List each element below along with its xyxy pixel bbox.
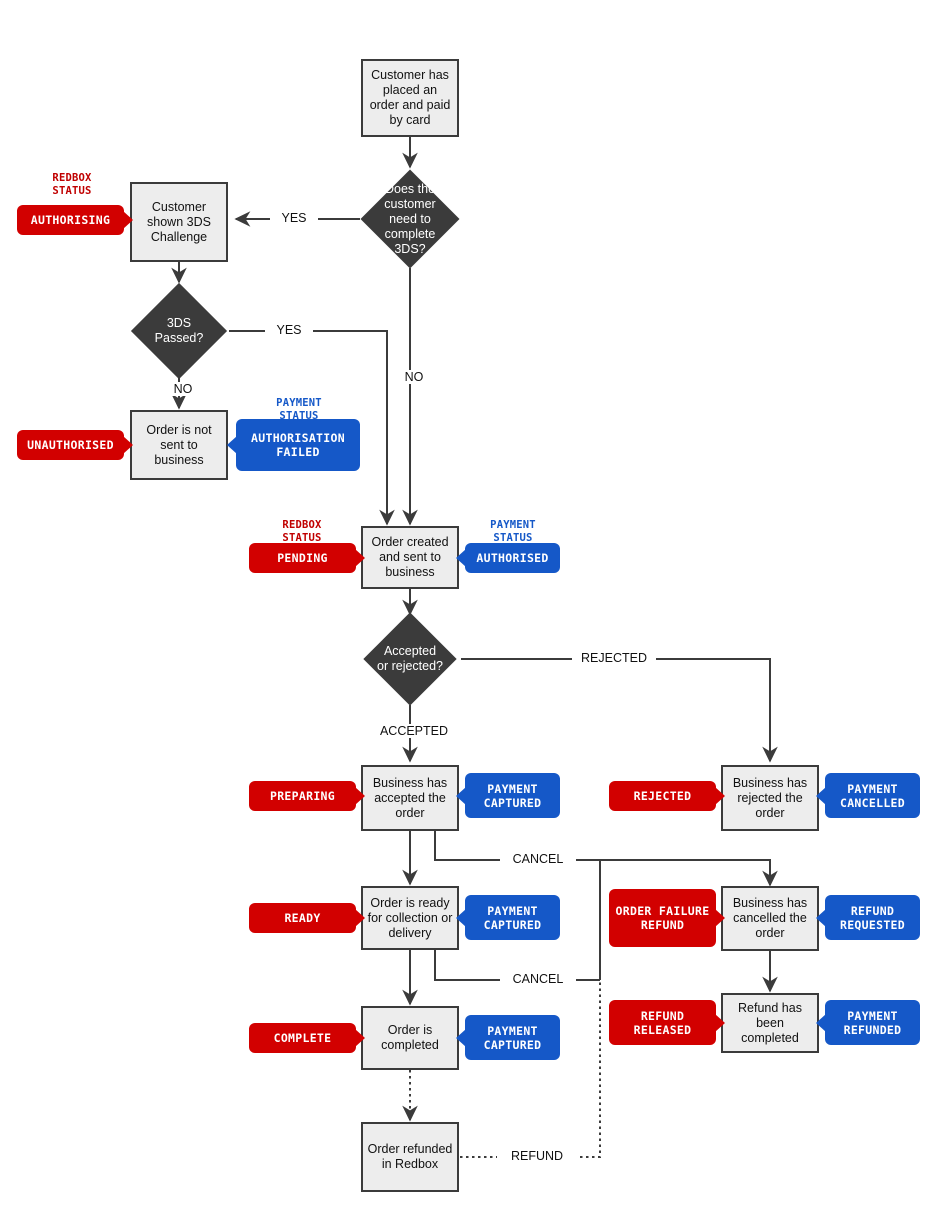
caption-line-1: PAYMENT: [490, 519, 536, 531]
node-business-rejected[interactable]: Business has rejected the order: [721, 765, 819, 831]
pill-complete-label: COMPLETE: [273, 1031, 332, 1045]
caption-line-2: STATUS: [493, 531, 533, 544]
decision-need-3ds[interactable]: Does the customer need to complete 3DS?: [360, 169, 460, 269]
caption-line-2: STATUS: [282, 531, 322, 544]
pill-refund-released[interactable]: REFUND RELEASED: [609, 1000, 716, 1045]
pill-unauthorised-label: UNAUTHORISED: [27, 438, 114, 452]
pill-payment-captured-ready[interactable]: PAYMENT CAPTURED: [465, 895, 560, 940]
edge-label-no-3ds: NO: [392, 370, 436, 384]
node-business-cancelled[interactable]: Business has cancelled the order: [721, 886, 819, 951]
pill-preparing[interactable]: PREPARING: [249, 781, 356, 811]
node-order-created-label: Order created and sent to business: [371, 535, 449, 579]
pill-preparing-label: PREPARING: [269, 789, 335, 803]
caption-redbox-status-authorising: REDBOX STATUS: [20, 172, 124, 197]
node-not-sent-label: Order is not sent to business: [146, 422, 212, 467]
pill-refund-requested[interactable]: REFUND REQUESTED: [825, 895, 920, 940]
node-order-ready[interactable]: Order is ready for collection or deliver…: [361, 886, 459, 950]
pill-payment-captured-label: PAYMENT CAPTURED: [483, 1023, 542, 1052]
decision-accepted-or-rejected[interactable]: Accepted or rejected?: [363, 612, 457, 706]
decision-3ds-passed-label: 3DS Passed?: [154, 316, 204, 345]
pill-refund-released-label: REFUND RELEASED: [633, 1008, 692, 1037]
edge-accepted-cancel: [434, 831, 778, 887]
decision-accept-reject-label: Accepted or rejected?: [377, 644, 444, 673]
node-start[interactable]: Customer has placed an order and paid by…: [361, 59, 459, 137]
node-refunded-redbox-label: Order refunded in Redbox: [367, 1142, 453, 1171]
pill-ready-label: READY: [284, 911, 321, 925]
pill-payment-captured-label: PAYMENT CAPTURED: [483, 781, 542, 810]
edge-label-accepted: ACCEPTED: [370, 724, 458, 738]
node-customer-shown-3ds-challenge[interactable]: Customer shown 3DS Challenge: [130, 182, 228, 262]
edge-label-cancel-2: CANCEL: [500, 972, 576, 986]
pill-payment-captured-label: PAYMENT CAPTURED: [483, 903, 542, 932]
decision-3ds-passed[interactable]: 3DS Passed?: [130, 282, 228, 380]
pill-authorised[interactable]: AUTHORISED: [465, 543, 560, 573]
edge-refund-dotted: [460, 982, 601, 1158]
caption-redbox-status-pending: REDBOX STATUS: [250, 519, 354, 544]
node-business-accepted[interactable]: Business has accepted the order: [361, 765, 459, 831]
pill-rejected[interactable]: REJECTED: [609, 781, 716, 811]
pill-complete[interactable]: COMPLETE: [249, 1023, 356, 1053]
caption-payment-status-authorised: PAYMENT STATUS: [466, 519, 560, 544]
node-accepted-label: Business has accepted the order: [372, 775, 448, 820]
pill-payment-refunded[interactable]: PAYMENT REFUNDED: [825, 1000, 920, 1045]
decision-need-3ds-label: Does the customer need to complete 3DS?: [384, 181, 436, 256]
pill-pending-label: PENDING: [277, 551, 328, 565]
node-start-label: Customer has placed an order and paid by…: [369, 68, 451, 127]
pill-order-failure-refund-label: ORDER FAILURE REFUND: [615, 904, 710, 932]
pill-unauthorised[interactable]: UNAUTHORISED: [17, 430, 124, 460]
edge-label-refund: REFUND: [497, 1149, 577, 1163]
pill-authorising[interactable]: AUTHORISING: [17, 205, 124, 235]
edge-label-yes-passed: YES: [265, 323, 313, 337]
pill-payment-captured-accepted[interactable]: PAYMENT CAPTURED: [465, 773, 560, 818]
node-completed-label: Order is completed: [381, 1023, 439, 1052]
edge-label-cancel-1: CANCEL: [500, 852, 576, 866]
pill-order-failure-refund[interactable]: ORDER FAILURE REFUND: [609, 889, 716, 947]
node-refund-completed-label: Refund has been completed: [738, 1000, 802, 1045]
edge-label-no-passed: NO: [161, 382, 205, 396]
node-order-not-sent[interactable]: Order is not sent to business: [130, 410, 228, 480]
pill-payment-captured-completed[interactable]: PAYMENT CAPTURED: [465, 1015, 560, 1060]
edge-label-rejected: REJECTED: [572, 651, 656, 665]
pill-authorisation-failed-label: AUTHORISATION FAILED: [251, 431, 345, 459]
caption-line-1: REDBOX: [52, 172, 92, 184]
pill-payment-cancelled[interactable]: PAYMENT CANCELLED: [825, 773, 920, 818]
node-refund-completed[interactable]: Refund has been completed: [721, 993, 819, 1053]
node-challenge-label: Customer shown 3DS Challenge: [147, 199, 211, 244]
edge-decision-rejected: [461, 658, 778, 763]
pill-authorisation-failed[interactable]: AUTHORISATION FAILED: [236, 419, 360, 471]
node-order-refunded-redbox[interactable]: Order refunded in Redbox: [361, 1122, 459, 1192]
caption-line-1: PAYMENT: [276, 397, 322, 409]
pill-payment-refunded-label: PAYMENT REFUNDED: [843, 1008, 902, 1037]
node-cancelled-label: Business has cancelled the order: [732, 896, 808, 940]
pill-refund-requested-label: REFUND REQUESTED: [839, 903, 905, 932]
node-order-completed[interactable]: Order is completed: [361, 1006, 459, 1070]
edge-label-yes-3ds: YES: [270, 211, 318, 225]
node-rejected-label: Business has rejected the order: [732, 775, 808, 820]
node-order-created[interactable]: Order created and sent to business: [361, 526, 459, 589]
pill-rejected-label: REJECTED: [633, 789, 692, 803]
pill-authorised-label: AUTHORISED: [476, 551, 549, 565]
pill-payment-cancelled-label: PAYMENT CANCELLED: [839, 781, 905, 810]
pill-ready[interactable]: READY: [249, 903, 356, 933]
caption-line-2: STATUS: [52, 184, 92, 197]
caption-line-1: REDBOX: [282, 519, 322, 531]
pill-authorising-label: AUTHORISING: [30, 213, 111, 227]
node-ready-label: Order is ready for collection or deliver…: [367, 895, 453, 940]
pill-pending[interactable]: PENDING: [249, 543, 356, 573]
